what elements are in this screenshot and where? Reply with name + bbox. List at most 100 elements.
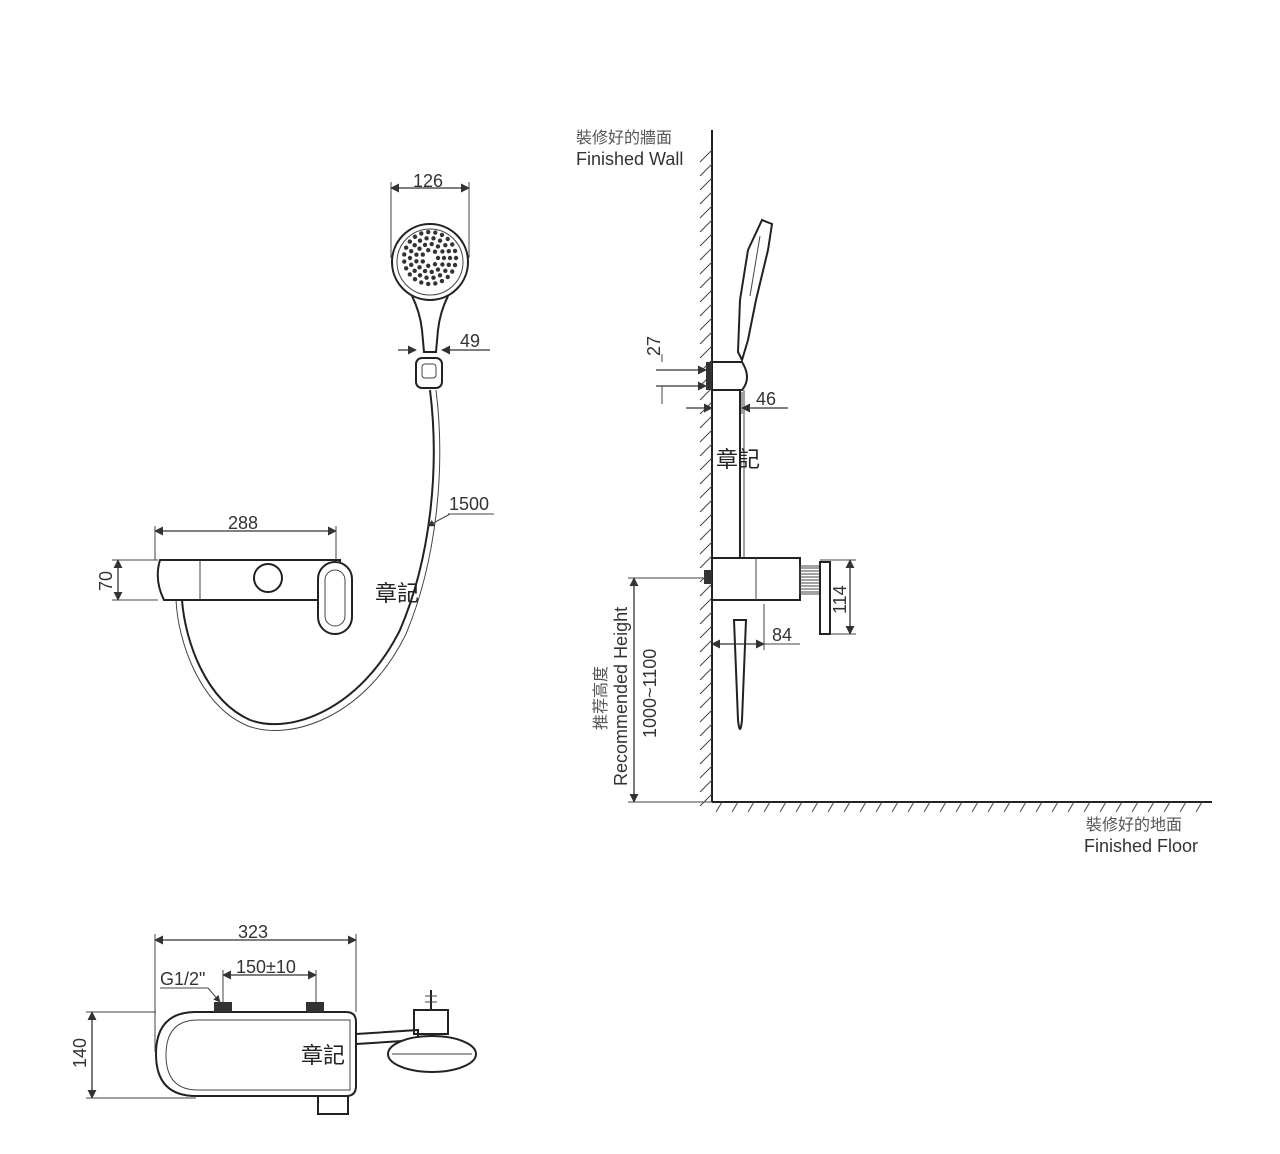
hatch-line	[699, 163, 713, 177]
hatch-line	[1083, 801, 1091, 813]
nozzle-dot	[412, 242, 417, 248]
nozzle-dot	[447, 255, 453, 261]
hatch-line	[699, 233, 713, 247]
nozzle-dot	[419, 231, 424, 236]
dim-holder-width: 49	[460, 331, 480, 351]
hatch-line	[699, 639, 713, 653]
nozzle-dot	[422, 242, 428, 248]
nozzle-dot	[439, 232, 445, 238]
nozzle-dot	[440, 262, 445, 267]
hatch-line	[971, 801, 979, 813]
hatch-line	[875, 801, 883, 813]
hatch-line	[699, 765, 713, 779]
nozzle-dot	[420, 252, 425, 257]
nozzle-dot	[407, 272, 413, 277]
height-label-en: Recommended Height	[611, 607, 631, 786]
hatch-line	[699, 457, 713, 471]
dim-depth: 140	[70, 1038, 90, 1068]
hatch-line	[1003, 801, 1011, 813]
hatch-line	[811, 801, 819, 813]
hatch-line	[699, 737, 713, 751]
hatch-line	[699, 555, 713, 569]
hatch-line	[699, 289, 713, 303]
nozzle-dot	[403, 245, 409, 250]
nozzle-dot	[440, 249, 445, 254]
nozzle-dot	[432, 262, 438, 267]
hatch-line	[699, 681, 713, 695]
nozzle-dot	[437, 273, 443, 278]
stamp-front: 章記	[375, 582, 419, 607]
nozzle-dot	[429, 241, 434, 247]
hatch-line	[699, 513, 713, 527]
floor-label-en: Finished Floor	[1084, 836, 1198, 856]
hatch-line	[699, 723, 713, 737]
dim-total-length: 323	[238, 922, 268, 942]
hose-holder	[415, 357, 443, 389]
hatch-line	[1131, 801, 1139, 813]
hand-shower-head	[391, 223, 469, 353]
nozzle-dot	[417, 273, 423, 278]
stamp-side: 章記	[716, 448, 760, 473]
hatch-line	[699, 611, 713, 625]
hatch-line	[923, 801, 931, 813]
front-view: 126 49 1500 288 70 章記	[96, 171, 494, 731]
dim-valve-height: 114	[830, 585, 850, 614]
nozzle-dot	[422, 268, 428, 274]
nozzle-dot	[435, 244, 441, 249]
hatch-line	[731, 801, 739, 813]
nozzle-dot	[433, 230, 438, 235]
hatch-line	[795, 801, 803, 813]
nozzle-dot	[426, 281, 431, 287]
nozzle-dot	[450, 242, 455, 247]
hatch-line	[1179, 801, 1187, 813]
hatch-line	[699, 793, 713, 807]
hatch-line	[699, 695, 713, 709]
hatch-line	[699, 709, 713, 723]
valve-side	[704, 557, 831, 730]
nozzle-dot	[452, 262, 458, 268]
nozzle-dot	[402, 252, 407, 257]
hatch-line	[699, 429, 713, 443]
top-view: 323 150±10 G1/2" 140 章記	[70, 922, 477, 1115]
hatch-line	[699, 415, 713, 429]
dim-hose-length: 1500	[449, 494, 489, 514]
nozzle-dot	[414, 252, 419, 257]
hatch-line	[699, 149, 713, 163]
nozzle-dot	[412, 268, 417, 274]
nozzle-dot	[453, 255, 459, 261]
nozzle-dot	[409, 262, 414, 268]
dim-valve-depth: 84	[772, 625, 792, 645]
nozzle-dot	[417, 246, 422, 251]
nozzle-dot	[443, 242, 448, 248]
nozzle-dot	[426, 248, 431, 253]
nozzle-dot	[424, 275, 429, 280]
hatch-line	[1147, 801, 1155, 813]
hatch-line	[859, 801, 867, 813]
nozzle-dot	[432, 249, 438, 254]
nozzle-dot	[446, 248, 451, 254]
hatch-line	[747, 801, 755, 813]
hatch-line	[1099, 801, 1107, 813]
nozzle-dot	[429, 269, 434, 275]
nozzle-dot	[409, 248, 414, 254]
hatch-line	[699, 219, 713, 233]
nozzle-dot	[424, 236, 429, 241]
hatch-line	[699, 779, 713, 793]
hatch-line	[699, 205, 713, 219]
hatch-line	[699, 653, 713, 667]
floor-label-cn: 裝修好的地面	[1086, 815, 1182, 834]
nozzle-dot	[433, 281, 438, 286]
mixer-valve-body	[156, 559, 353, 635]
nozzle-dot	[419, 280, 424, 285]
height-range: 1000~1100	[640, 649, 660, 738]
nozzle-dot	[445, 274, 450, 280]
holder-side	[711, 361, 748, 391]
hatch-line	[699, 667, 713, 681]
nozzle-dot	[426, 263, 431, 268]
nozzle-dot	[407, 239, 413, 244]
nozzle-dot	[420, 259, 425, 264]
nozzle-dot	[414, 259, 419, 264]
hatch-line	[699, 751, 713, 765]
knob-knurling	[800, 567, 820, 593]
height-label-cn: 推荐高度	[591, 666, 610, 730]
